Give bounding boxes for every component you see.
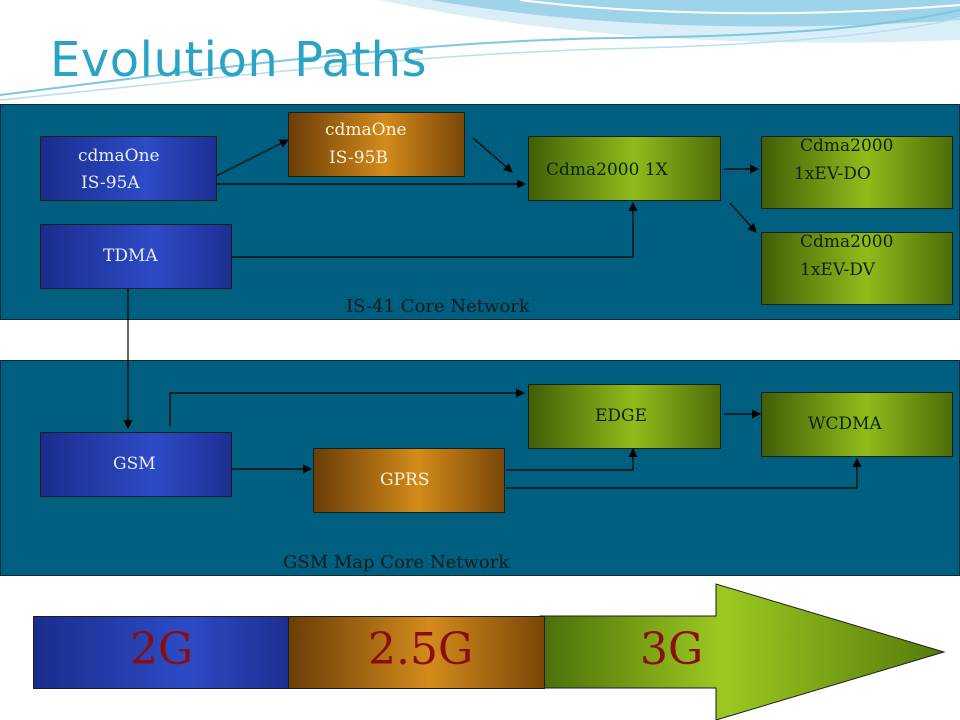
node-edge-label: EDGE <box>595 406 648 426</box>
node-gprs-label: GPRS <box>380 470 430 490</box>
gsm-core-network-label: GSM Map Core Network <box>283 552 510 573</box>
node-cdmaone-is95b: cdmaOne IS-95B <box>288 112 465 177</box>
node-cdmaone-is95b-line1: cdmaOne <box>325 120 407 140</box>
header-wave-decoration <box>0 0 960 101</box>
generation-25g-label: 2.5G <box>368 624 474 675</box>
node-ev-dv-line1: Cdma2000 <box>800 232 894 252</box>
node-cdma2000-1xev-dv: Cdma2000 1xEV-DV <box>761 232 953 305</box>
generation-3g-label: 3G <box>640 624 704 675</box>
node-ev-do-line2: 1xEV-DO <box>794 164 871 184</box>
node-tdma-label: TDMA <box>103 246 158 266</box>
node-ev-do-line1: Cdma2000 <box>800 136 894 156</box>
node-tdma: TDMA <box>40 224 232 289</box>
node-gprs: GPRS <box>313 448 505 513</box>
node-cdma2000-1xev-do: Cdma2000 1xEV-DO <box>761 136 953 209</box>
node-cdma2000-1x: Cdma2000 1X <box>528 136 721 201</box>
node-cdmaone-is95a-line2: IS-95A <box>81 173 140 193</box>
is41-core-network-label: IS-41 Core Network <box>346 296 530 317</box>
node-gsm-label: GSM <box>113 454 156 474</box>
node-cdma2000-1x-label: Cdma2000 1X <box>546 160 668 180</box>
node-cdmaone-is95a-line1: cdmaOne <box>78 146 160 166</box>
node-cdmaone-is95a: cdmaOne IS-95A <box>40 136 217 201</box>
generation-25g-block <box>288 616 545 689</box>
node-cdmaone-is95b-line2: IS-95B <box>329 148 388 168</box>
slide-title: Evolution Paths <box>50 32 428 88</box>
generation-2g-label: 2G <box>130 624 194 675</box>
node-edge: EDGE <box>528 384 721 449</box>
node-wcdma: WCDMA <box>761 392 953 457</box>
generation-2g-block <box>33 616 289 689</box>
node-ev-dv-line2: 1xEV-DV <box>800 260 875 280</box>
node-gsm: GSM <box>40 432 232 497</box>
node-wcdma-label: WCDMA <box>808 414 882 434</box>
